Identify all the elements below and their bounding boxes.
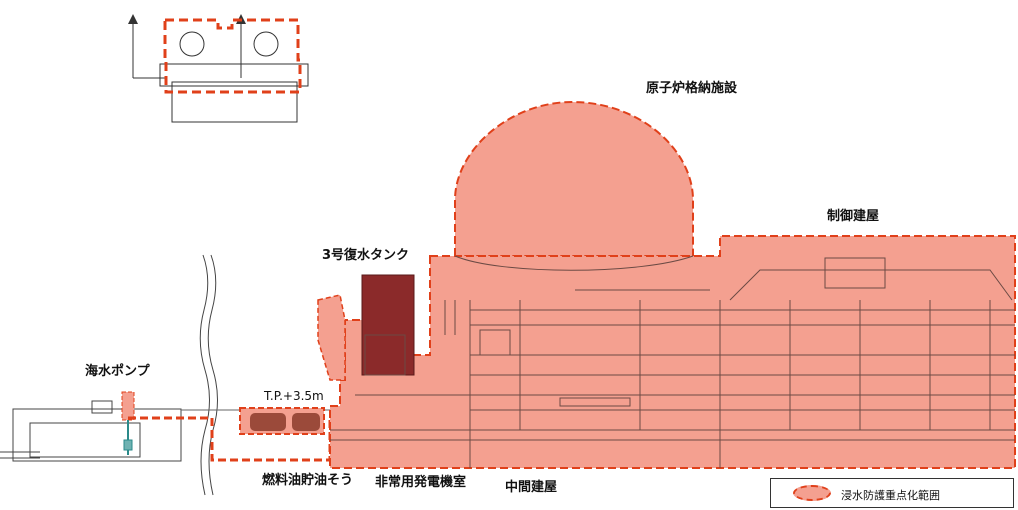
label-control-building: 制御建屋 [827,209,880,224]
legend: 浸水防護重点化範囲 [770,478,1014,508]
label-fuel-oil-tank: 燃料油貯油そう [262,473,354,488]
label-intermediate-building: 中間建屋 [505,480,558,495]
building-structure-lines [330,255,1015,468]
label-tp-level: T.P.+3.5m [264,389,324,403]
label-condensate-tank: 3号復水タンク [322,248,410,263]
flood-protection-zone [317,100,1016,469]
label-seawater-pump: 海水ポンプ [85,364,150,379]
legend-swatch [793,485,831,501]
label-emergency-generator-room: 非常用発電機室 [375,475,467,490]
seawater-pump-structure [0,391,182,462]
inset-plan-view [128,14,309,123]
fuel-oil-tanks [239,407,325,435]
condensate-tank [361,274,415,376]
legend-label: 浸水防護重点化範囲 [841,489,940,502]
label-reactor-containment: 原子炉格納施設 [646,81,738,96]
break-line [199,254,218,496]
